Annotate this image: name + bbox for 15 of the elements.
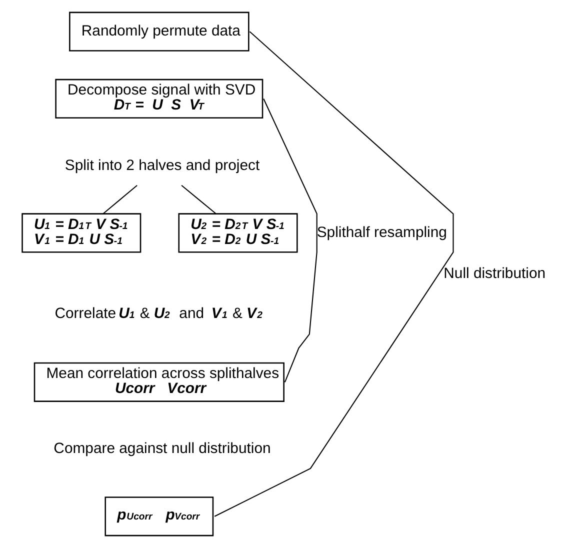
connector [102,184,138,214]
edge-label: Null distribution [444,266,546,282]
connector [214,31,454,517]
label: Compare against null distribution [54,441,271,458]
edge-label: Splithalf resampling [316,224,447,241]
node-box: pUcorr pVcorr [104,496,214,536]
node-box: U2 = D2T V S-1 V2 = D2 U S-1 [178,213,298,253]
label: Correlate U1 & U2 and V1 & V2 [54,306,263,322]
node-box: Mean correlation across splithalves Ucorr Vcorr [34,362,284,402]
connector [181,184,216,214]
node-box: Randomly permute data [69,12,250,52]
node-text: Split into 2 halves and project [64,158,260,174]
node-box: Decompose signal with SVD DT = U S VT [55,78,264,119]
connector [263,98,318,382]
node-box: U1 = D1T V S-1 V1 = D1 U S-1 [22,213,142,253]
